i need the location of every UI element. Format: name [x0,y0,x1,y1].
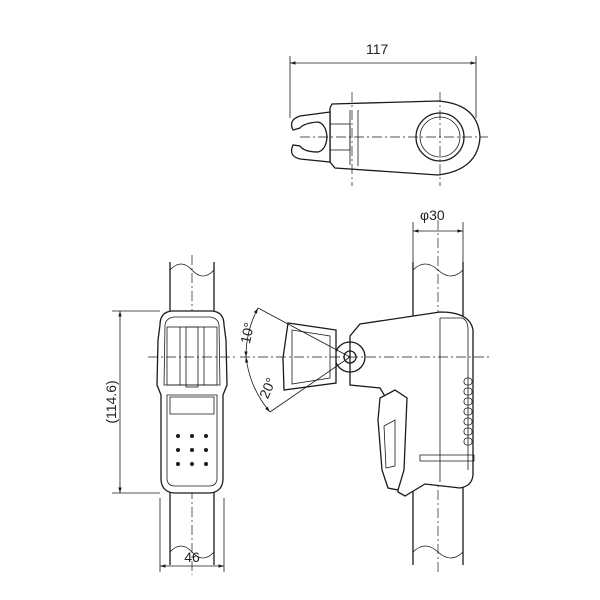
dimension-height-label: (114.6) [103,380,119,423]
lock-lever [377,389,408,491]
side-view: φ30 10° 20° [237,207,490,575]
angle-arc-upper [244,307,259,358]
angle-ray-lower [269,356,351,413]
front-view: (114.6) 46 [103,255,238,575]
angle-arc-lower [244,356,271,413]
dimension-46-label: 46 [184,549,200,565]
holder-top-outline [329,100,481,176]
angle-upper-label: 10° [237,321,257,345]
dimension-117-label: 117 [366,41,389,57]
holder-front-body [156,310,228,494]
grip-dots [176,434,208,466]
angle-lower-label: 20° [256,375,279,401]
side-grip-bumps [463,377,473,446]
angle-ray-upper [257,307,351,358]
handheld-cradle [282,322,337,391]
top-view: 117 [289,41,488,186]
holder-side-body [349,311,474,497]
dimension-diameter-label: φ30 [420,207,445,223]
